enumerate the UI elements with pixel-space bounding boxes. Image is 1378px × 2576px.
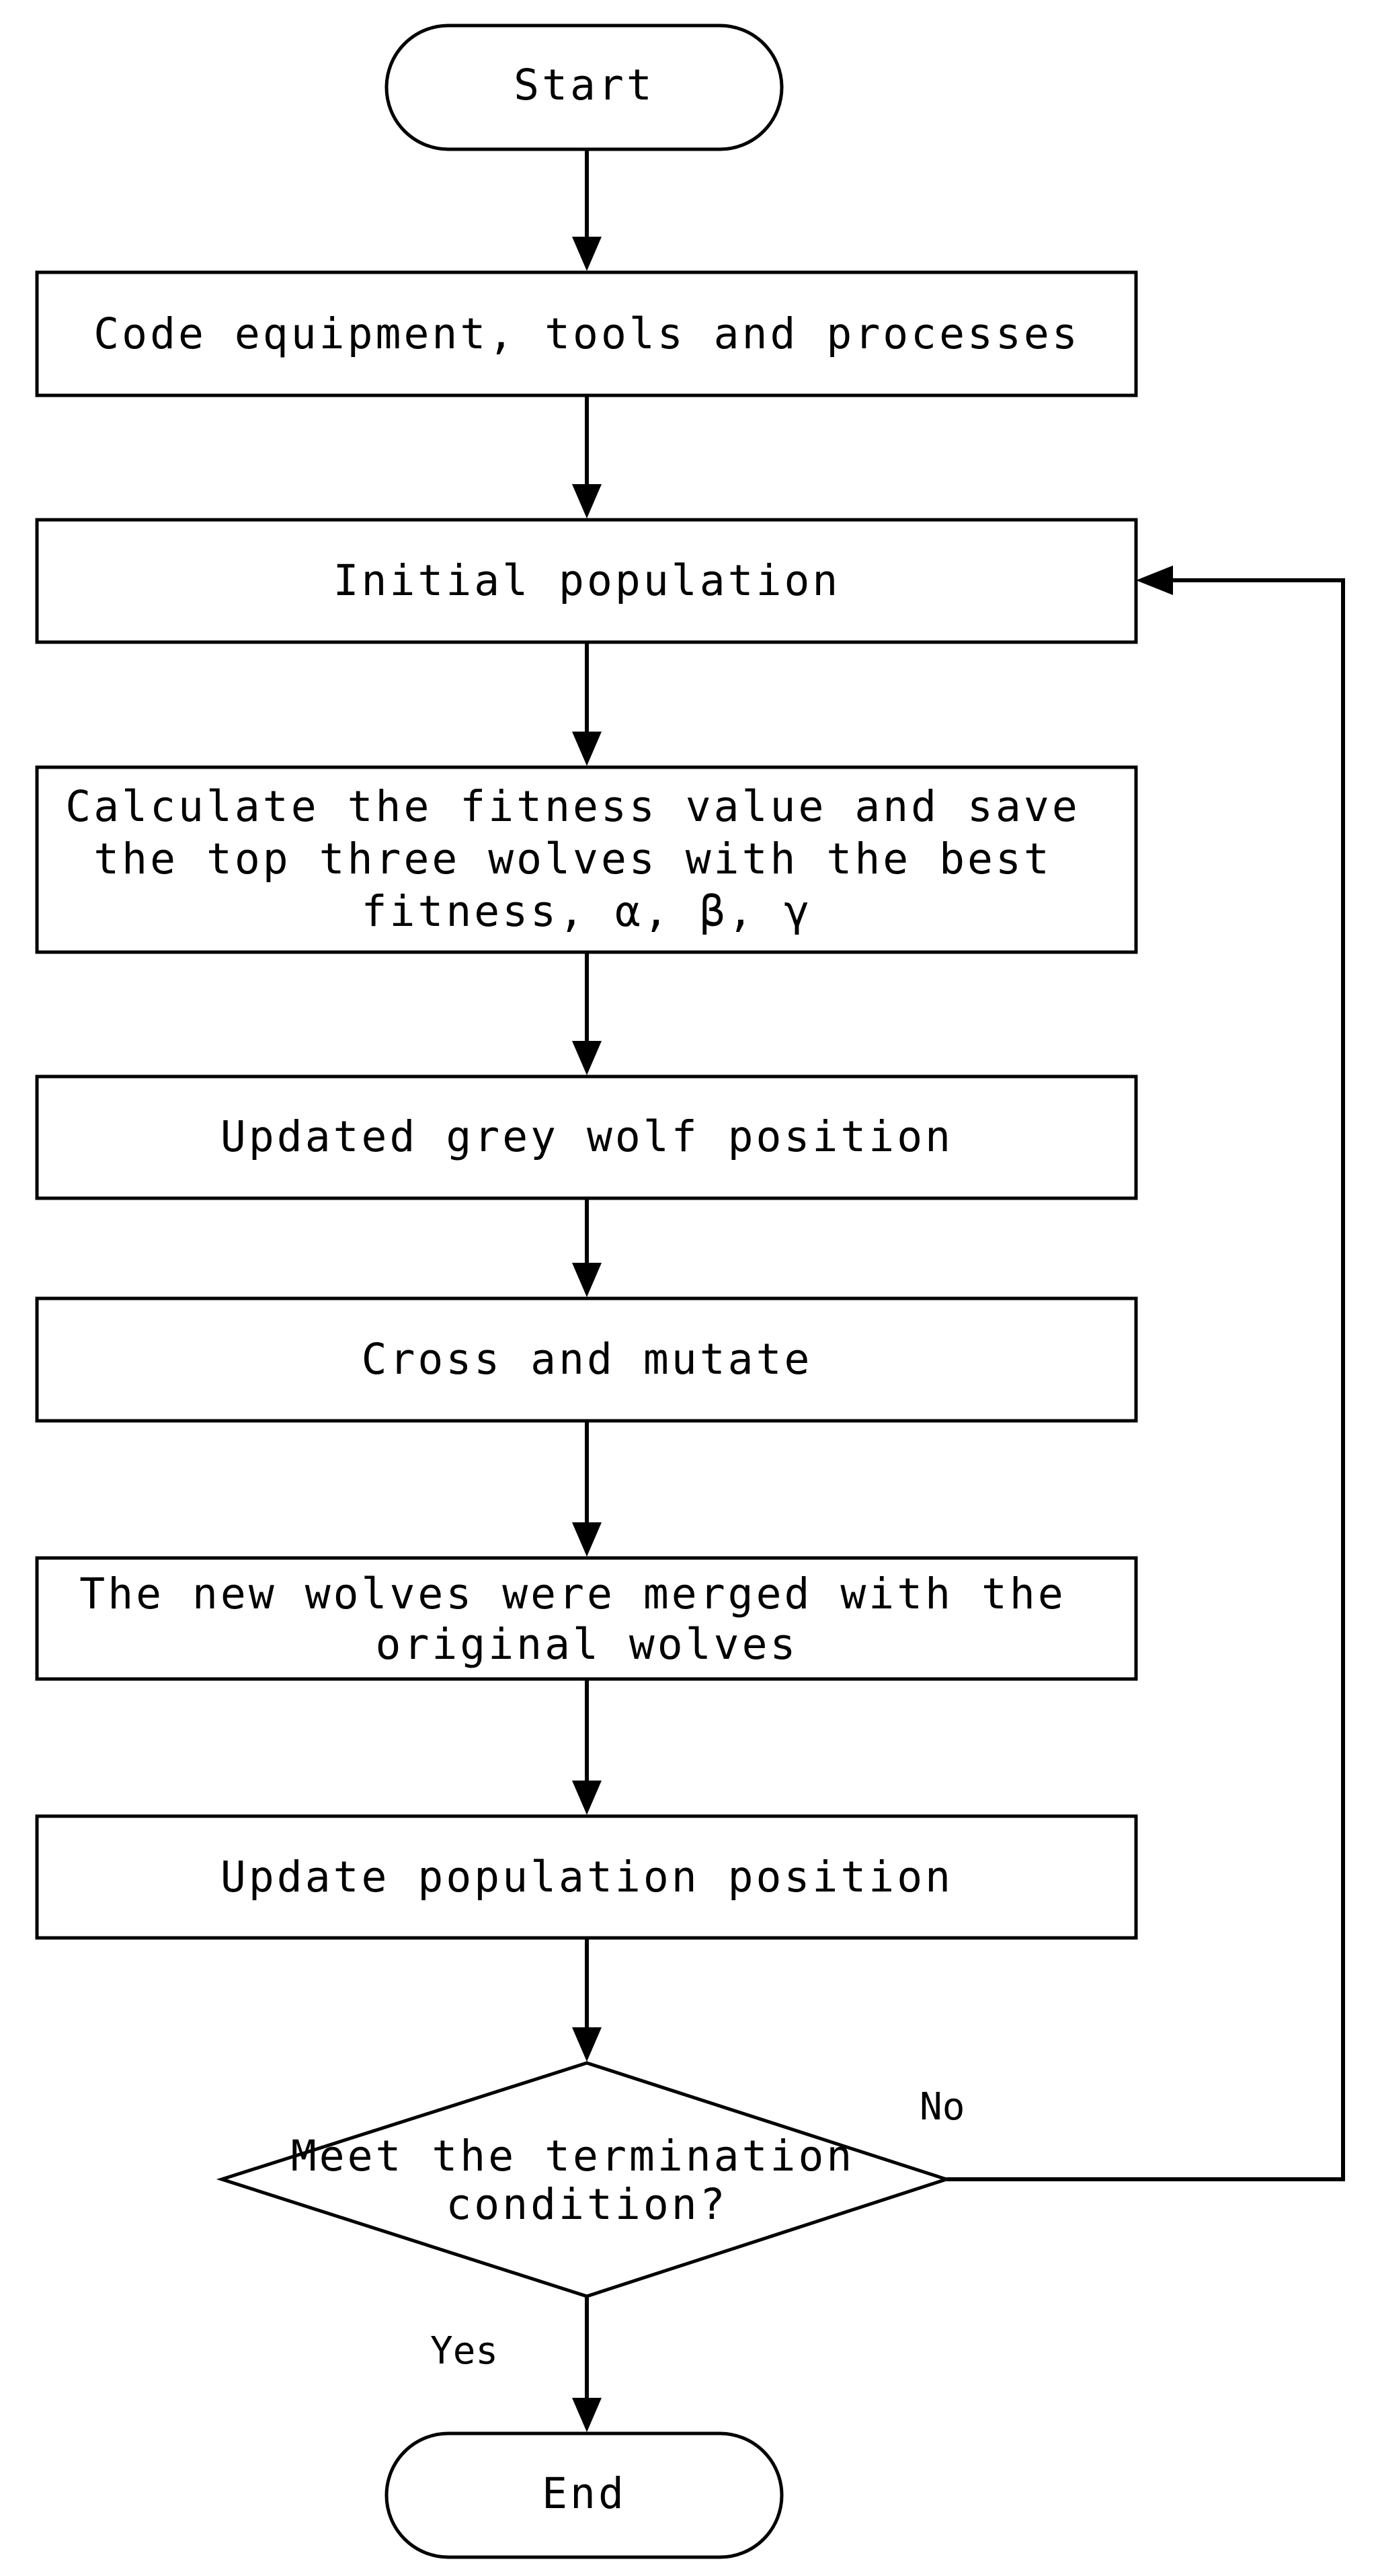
svg-text:Updated grey wolf position: Updated grey wolf position (220, 1112, 953, 1161)
arrowhead-icon (572, 2398, 602, 2432)
merge-wolves-box: The new wolves were merged with the orig… (35, 1556, 1138, 1681)
code-equipment-box: Code equipment, tools and processes (35, 270, 1138, 397)
arrowhead-icon (1136, 565, 1173, 595)
svg-text:Cross and mutate: Cross and mutate (362, 1335, 813, 1384)
decision-line-1: Meet the termination (291, 2132, 855, 2181)
cross-mutate-label: Cross and mutate (362, 1335, 813, 1384)
arrowhead-icon (572, 1522, 602, 1557)
initial-population-box: Initial population (35, 518, 1138, 644)
start-terminal: Start (384, 24, 784, 151)
svg-text:End: End (542, 2469, 626, 2518)
arrowhead-icon (572, 732, 602, 766)
svg-text:Initial population: Initial population (333, 556, 841, 605)
connectors (572, 149, 1345, 2432)
termination-decision: Meet the termination condition? (216, 2061, 953, 2298)
merge-wolves-line-1: The new wolves were merged with the (79, 1569, 1066, 1618)
svg-text:Meet the termination con: Meet the termination condition? (291, 2132, 883, 2229)
svg-text:Code equipment, tools and proc: Code equipment, tools and processes (93, 309, 1080, 358)
arrowhead-icon (572, 1263, 602, 1297)
calculate-fitness-line-3: fitness, α, β, γ (362, 887, 813, 936)
svg-text:The new wolves were merged wit: The new wolves were merged with the orig… (79, 1569, 1094, 1669)
arrowhead-icon (572, 1781, 602, 1815)
cross-mutate-box: Cross and mutate (35, 1296, 1138, 1423)
initial-population-label: Initial population (333, 556, 841, 605)
arrowhead-icon (572, 237, 602, 271)
updated-grey-wolf-box: Updated grey wolf position (35, 1075, 1138, 1200)
svg-text:Start: Start (514, 61, 655, 110)
updated-grey-wolf-label: Updated grey wolf position (220, 1112, 953, 1161)
calculate-fitness-box: Calculate the fitness value and save the… (35, 765, 1138, 954)
end-label: End (542, 2469, 626, 2518)
calculate-fitness-line-2: the top three wolves with the best (93, 834, 1052, 884)
start-label: Start (514, 61, 655, 110)
arrowhead-icon (572, 2027, 602, 2062)
merge-wolves-line-2: original wolves (376, 1620, 799, 1669)
edge-decision-no-loop (946, 578, 1345, 2181)
no-label: No (920, 2085, 965, 2129)
code-equipment-label: Code equipment, tools and processes (93, 309, 1080, 358)
decision-line-2: condition? (446, 2180, 727, 2229)
calculate-fitness-line-1: Calculate the fitness value and save (65, 782, 1080, 831)
arrowhead-icon (572, 1041, 602, 1075)
update-population-box: Update population position (35, 1814, 1138, 1940)
end-terminal: End (384, 2431, 784, 2559)
svg-text:Update population position: Update population position (220, 1852, 953, 1902)
yes-label: Yes (430, 2329, 498, 2373)
update-population-label: Update population position (220, 1852, 953, 1902)
arrowhead-icon (572, 484, 602, 518)
svg-text:Calculate the fitness value an: Calculate the fitness value and save the… (65, 782, 1108, 936)
